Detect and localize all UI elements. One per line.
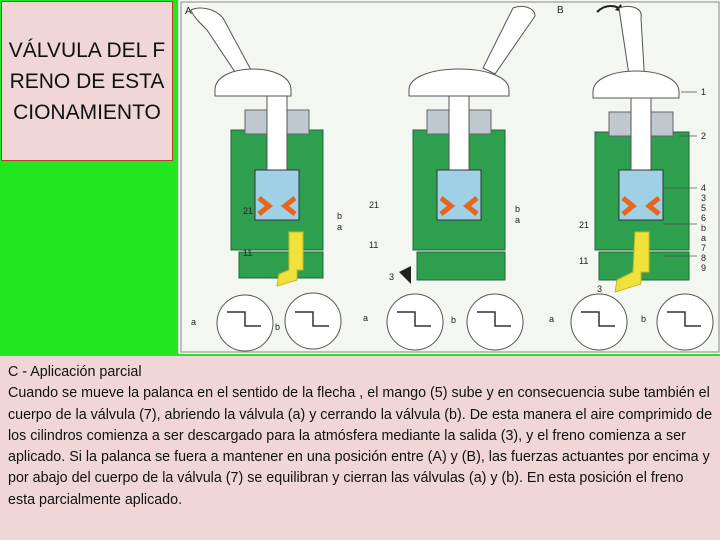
- valve-diagram-svg: A 21 11 b a 21 11 3 b a B: [180, 1, 720, 353]
- detail-seat-line: [397, 311, 431, 327]
- caption-panel: C - Aplicación parcial Cuando se mueve l…: [0, 356, 720, 540]
- callout-21: 21: [579, 220, 589, 230]
- valve-c-seal-right: [644, 196, 661, 216]
- valve-b-exhaust-icon: [399, 266, 411, 284]
- valve-b-lever: [482, 5, 536, 75]
- callout-3: 3: [597, 284, 602, 294]
- callout-6: 6: [701, 213, 706, 223]
- callout-1: 1: [701, 87, 706, 97]
- detail-label-b: b: [641, 314, 646, 324]
- detail-label-a: a: [549, 314, 554, 324]
- figure-label-b: B: [557, 5, 564, 16]
- figure-label-a: A: [185, 6, 192, 17]
- valve-a-seal-right: [280, 196, 297, 216]
- callout-9: 9: [701, 263, 706, 273]
- valve-a: A 21 11 b a: [185, 6, 342, 287]
- valve-b-cam: [408, 68, 510, 97]
- title-box: VÁLVULA DEL FRENO DE ESTACIONAMIENTO: [1, 1, 173, 161]
- callout-b: b: [515, 204, 520, 214]
- detail-seat-line: [581, 311, 615, 327]
- callout-2: 2: [701, 131, 706, 141]
- callout-b: b: [701, 223, 706, 233]
- valve-b-base: [416, 251, 506, 281]
- valve-b: 21 11 3 b a B: [369, 4, 624, 284]
- valve-c: 21 11 3 1 2 4 3 5 6 b a 7 8 9: [579, 5, 706, 294]
- detail-label-b: b: [451, 315, 456, 325]
- detail-label-b: b: [275, 322, 280, 332]
- callout-21: 21: [369, 200, 379, 210]
- callout-3: 3: [701, 193, 706, 203]
- callout-11: 11: [579, 256, 588, 266]
- valve-a-cam: [214, 68, 292, 97]
- valve-a-lever: [190, 7, 252, 79]
- callout-21: 21: [243, 206, 253, 216]
- page-title: VÁLVULA DEL FRENO DE ESTACIONAMIENTO: [8, 38, 166, 124]
- valve-b-seal-left: [439, 196, 456, 216]
- detail-seat-line: [667, 311, 701, 327]
- detail-label-a: a: [363, 313, 368, 323]
- caption-heading: C - Aplicación parcial: [8, 364, 142, 380]
- diagram-frame: [180, 1, 720, 353]
- callout-a: a: [701, 233, 706, 243]
- callout-a: a: [337, 222, 342, 232]
- valve-c-yellow-arrow: [614, 231, 650, 293]
- detail-seat-line: [227, 311, 261, 327]
- valve-c-seal-left: [621, 196, 638, 216]
- callout-11: 11: [369, 240, 378, 250]
- valve-diagram: A 21 11 b a 21 11 3 b a B: [178, 0, 720, 354]
- callout-8: 8: [701, 253, 706, 263]
- valve-a-yellow-arrow: [276, 231, 304, 287]
- detail-seat-line: [477, 311, 511, 327]
- valve-b-seal-right: [462, 196, 479, 216]
- callout-4: 4: [701, 183, 706, 193]
- callout-11: 11: [243, 248, 252, 258]
- callout-5: 5: [701, 203, 706, 213]
- detail-seat-line: [295, 311, 329, 327]
- detail-label-a: a: [191, 317, 196, 327]
- caption-body: Cuando se mueve la palanca en el sentido…: [8, 385, 713, 508]
- callout-a: a: [515, 215, 520, 225]
- callout-b: b: [337, 211, 342, 221]
- callout-7: 7: [701, 243, 706, 253]
- valve-c-cam: [592, 70, 680, 99]
- valve-a-seal-left: [257, 196, 274, 216]
- callout-3: 3: [389, 272, 394, 282]
- detail-circles: a b a b a b: [191, 292, 714, 352]
